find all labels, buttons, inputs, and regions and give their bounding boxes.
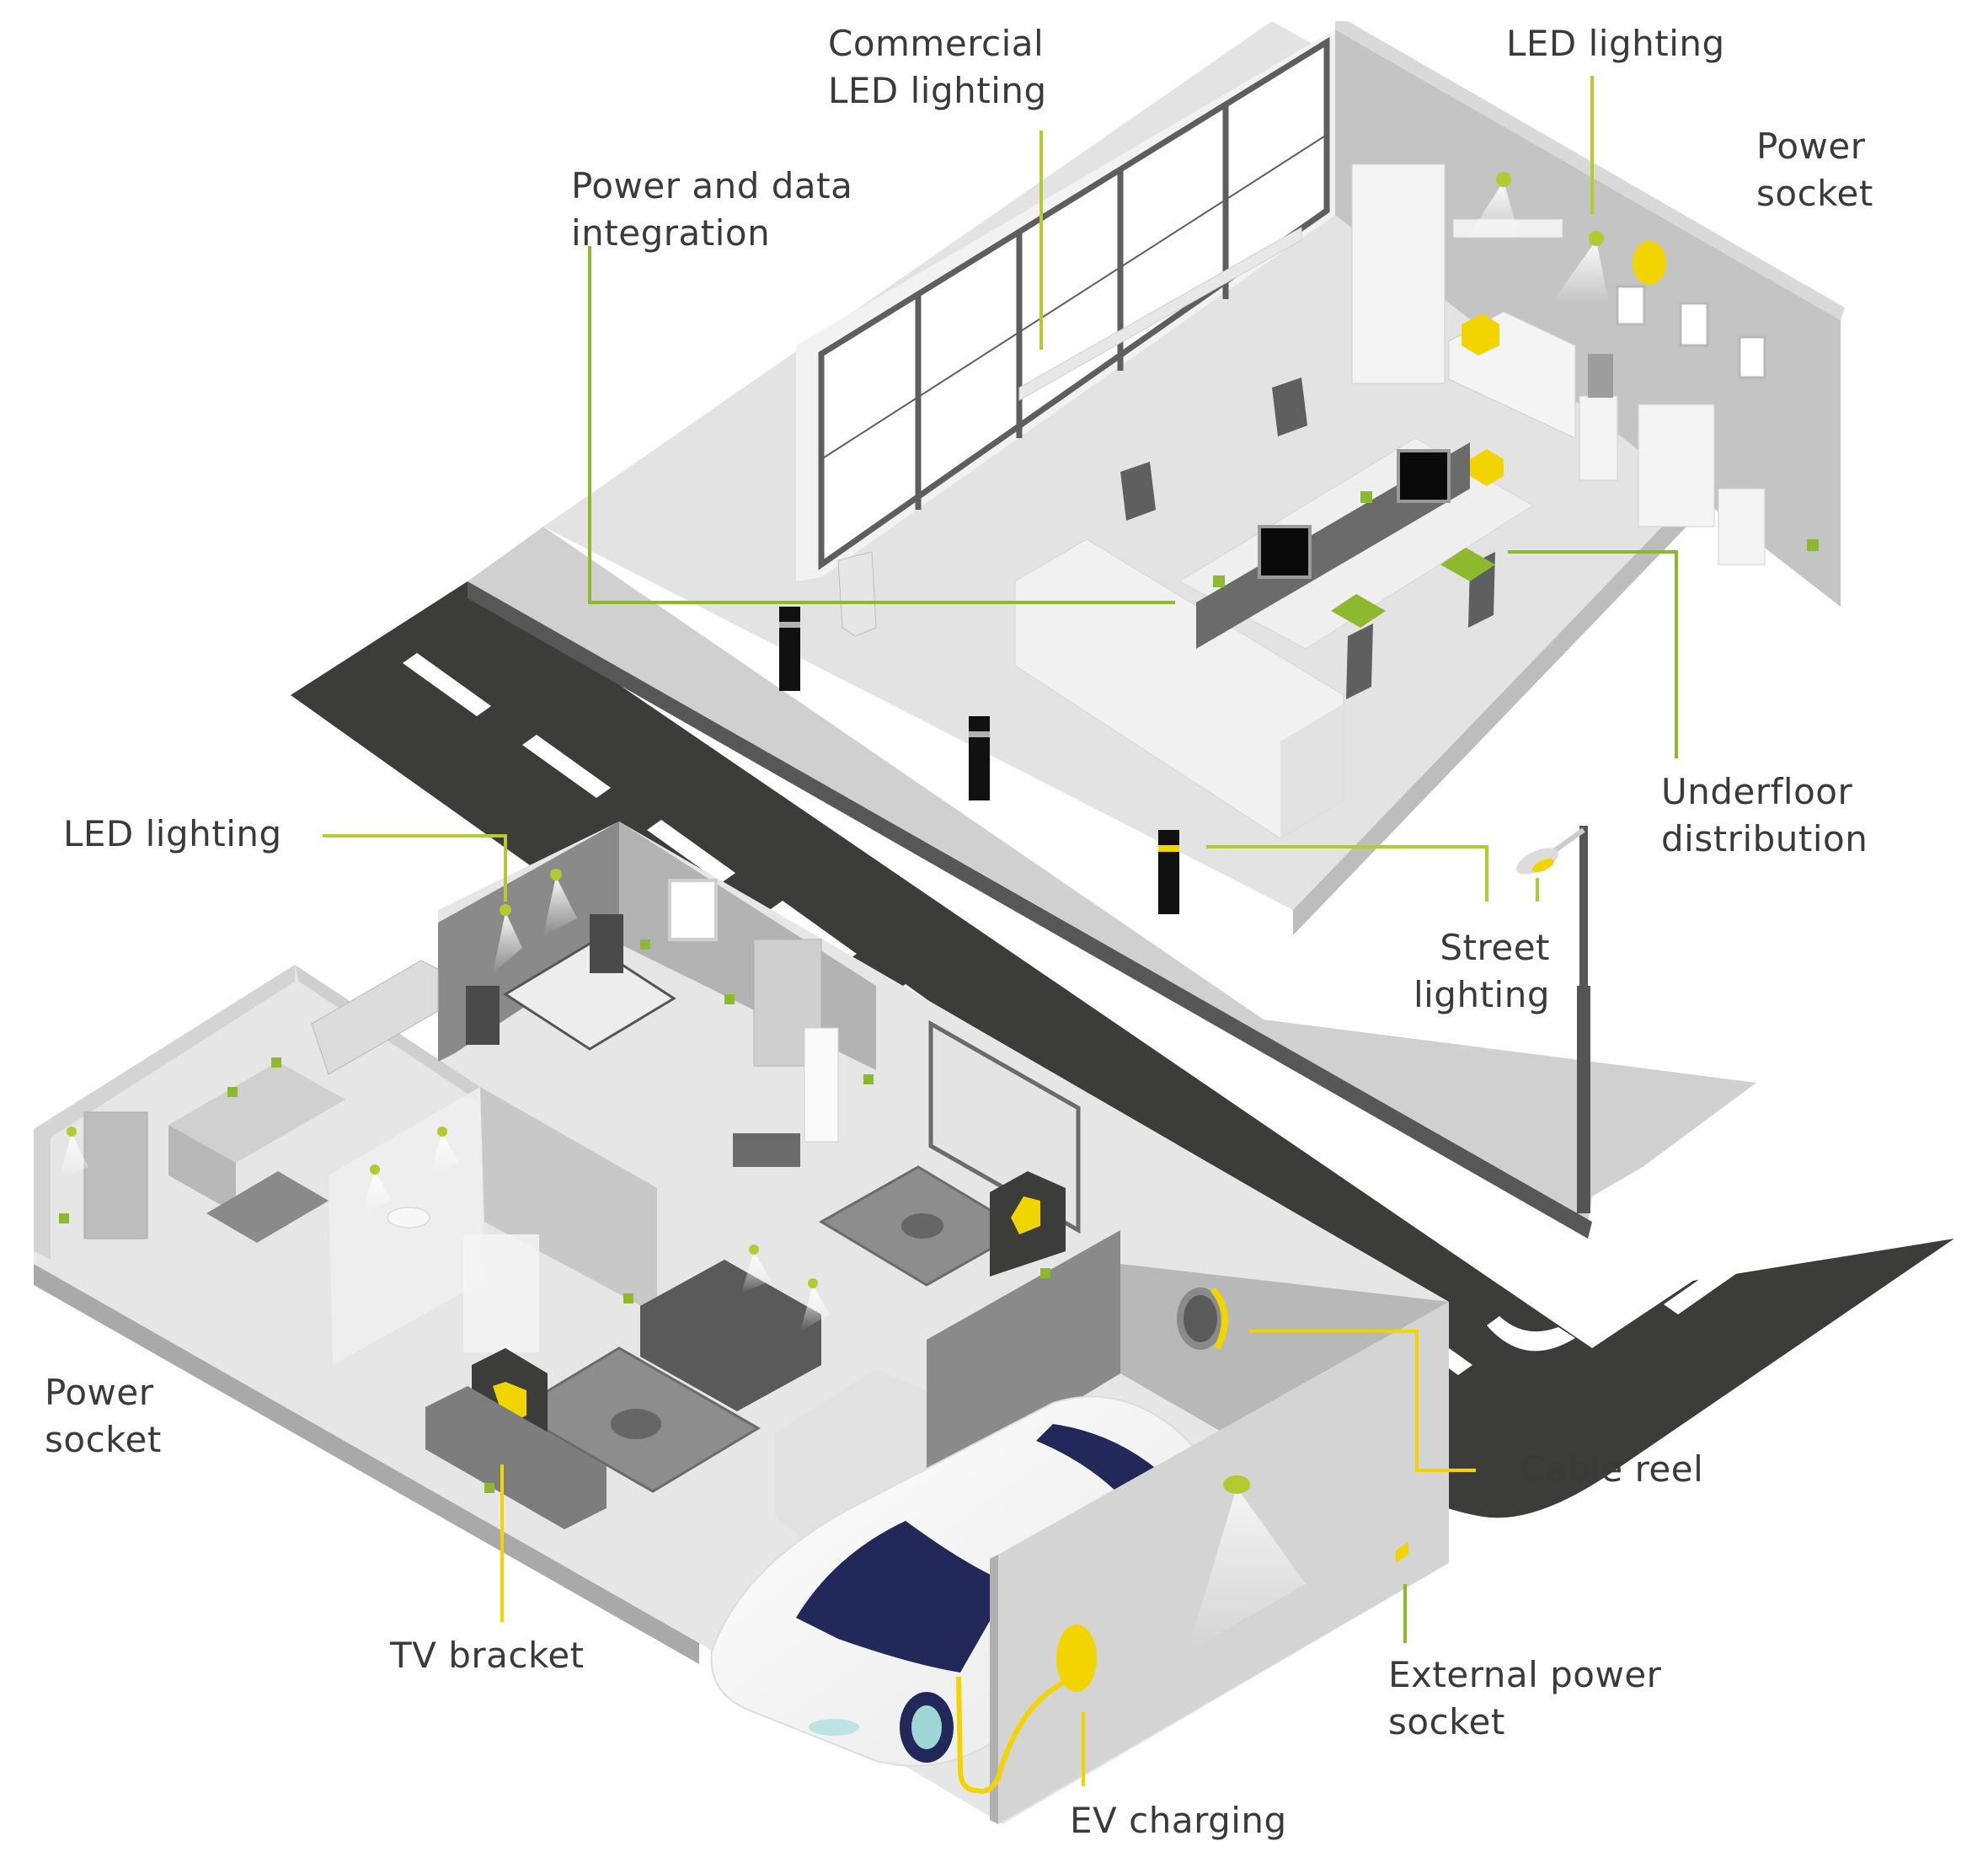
bench: [733, 1133, 800, 1167]
led-spotlight-icon: [370, 1164, 380, 1175]
monitor: [1397, 449, 1451, 503]
label-line: socket: [1756, 173, 1873, 214]
label-line: TV bracket: [390, 1635, 585, 1676]
bollards: [779, 607, 1179, 914]
office-printer: [1638, 404, 1715, 527]
label-ev-charging: EV charging: [1070, 1797, 1287, 1844]
office-pavement: [468, 527, 1756, 1222]
label-line: socket: [45, 1419, 162, 1460]
commercial-led-bar: [1018, 227, 1302, 401]
ev-charging-cable: [956, 1676, 1071, 1794]
bollard-icon: [969, 716, 990, 800]
office-bookcase: [1351, 163, 1446, 384]
leader-lines: [323, 76, 1678, 1786]
power-socket-icon: [59, 1213, 69, 1223]
underfloor-tile: [1331, 594, 1386, 628]
label-line: EV charging: [1070, 1800, 1287, 1841]
label-line: integration: [571, 212, 771, 254]
bed: [503, 942, 676, 1051]
led-spotlight-icon: [808, 1278, 818, 1288]
power-socket-icon: [1040, 1268, 1050, 1278]
power-socket-icon: [1807, 539, 1819, 551]
kitchen-counter: [168, 1062, 345, 1163]
led-spotlight-icon: [1589, 231, 1604, 246]
label-home-power-socket: Power socket: [45, 1369, 162, 1464]
label-line: Power: [1756, 126, 1866, 167]
label-office-power-socket: Power socket: [1756, 123, 1873, 217]
car-icon: [710, 1395, 1206, 1767]
washbasin: [387, 1207, 430, 1228]
office-power-socket-icon: [1633, 241, 1666, 285]
led-spotlight-icon: [67, 1127, 77, 1137]
cable-reel-icon: [1177, 1287, 1228, 1350]
monitor: [1258, 525, 1312, 579]
label-line: External power: [1388, 1654, 1662, 1695]
leader-cable-reel: [1249, 1330, 1476, 1472]
dining-table: [206, 1171, 329, 1243]
leader-home-led: [323, 834, 507, 902]
power-socket-icon: [271, 1057, 281, 1068]
ev-charger-icon: [1056, 1624, 1097, 1692]
label-office-led-lighting: LED lighting: [1506, 20, 1725, 67]
nightstand: [590, 914, 623, 973]
label-tv-bracket: TV bracket: [390, 1632, 585, 1679]
label-line: LED lighting: [828, 70, 1047, 111]
power-socket-icon: [640, 939, 650, 950]
label-line: distribution: [1661, 818, 1868, 859]
led-spotlight-icon: [1496, 172, 1511, 187]
label-underfloor-distribution: Underfloor distribution: [1661, 768, 1868, 863]
label-home-led-lighting: LED lighting: [63, 811, 282, 858]
bollard-icon: [779, 607, 800, 691]
sofa: [640, 1260, 821, 1411]
office-led-spotlights: [1466, 172, 1609, 303]
power-socket-icon: [724, 994, 735, 1004]
power-socket-icon: [623, 1293, 633, 1303]
underfloor-tile: [1440, 548, 1495, 581]
door: [804, 1027, 839, 1143]
led-spotlight-icon: [749, 1244, 759, 1255]
label-line: Power and data: [571, 165, 853, 206]
label-line: LED lighting: [63, 813, 282, 854]
label-line: Cable reel: [1520, 1448, 1704, 1490]
road-surface: [291, 581, 1954, 1518]
leader-street-lighting: [1206, 845, 1488, 902]
window-mullions: [915, 105, 1229, 510]
office-building: [468, 21, 1845, 1239]
power-socket-icon: [1213, 575, 1225, 587]
label-line: Underfloor: [1661, 771, 1853, 812]
picture-frame: [668, 879, 718, 941]
led-spotlight-icon: [500, 904, 511, 916]
leader-underfloor: [1508, 550, 1678, 758]
label-line: lighting: [1413, 974, 1550, 1015]
power-socket-icon: [227, 1087, 238, 1097]
label-power-data-integration: Power and data integration: [571, 163, 852, 257]
power-socket-icon: [484, 1483, 494, 1493]
power-socket-icon: [863, 1074, 874, 1084]
house-power-sockets: [59, 939, 1050, 1493]
street-lamp-icon: [1516, 826, 1590, 1213]
label-line: Commercial: [828, 23, 1045, 64]
label-line: socket: [1388, 1701, 1505, 1742]
label-cable-reel: Cable reel: [1520, 1446, 1703, 1493]
label-line: Street: [1440, 927, 1550, 968]
led-spotlight-icon: [437, 1127, 447, 1137]
fridge: [83, 1111, 148, 1239]
label-line: LED lighting: [1506, 23, 1725, 64]
led-spotlight-icon: [550, 869, 562, 880]
external-power-socket-icon: [1396, 1542, 1408, 1563]
leader-power-data: [588, 246, 1175, 604]
label-line: Power: [45, 1372, 154, 1413]
nightstand: [466, 986, 500, 1045]
shower: [463, 1234, 539, 1352]
led-spotlight-icon: [1223, 1475, 1250, 1494]
office-chairs: [1120, 377, 1495, 699]
label-external-power-socket: External power socket: [1388, 1651, 1661, 1746]
label-street-lighting: Street lighting: [1381, 924, 1550, 1019]
power-socket-icon: [1360, 491, 1372, 503]
water-cooler: [1579, 395, 1618, 481]
house-led-spotlights: [59, 869, 830, 1331]
bollard-icon: [1158, 830, 1179, 914]
label-commercial-led-lighting: Commercial LED lighting: [828, 20, 1047, 115]
